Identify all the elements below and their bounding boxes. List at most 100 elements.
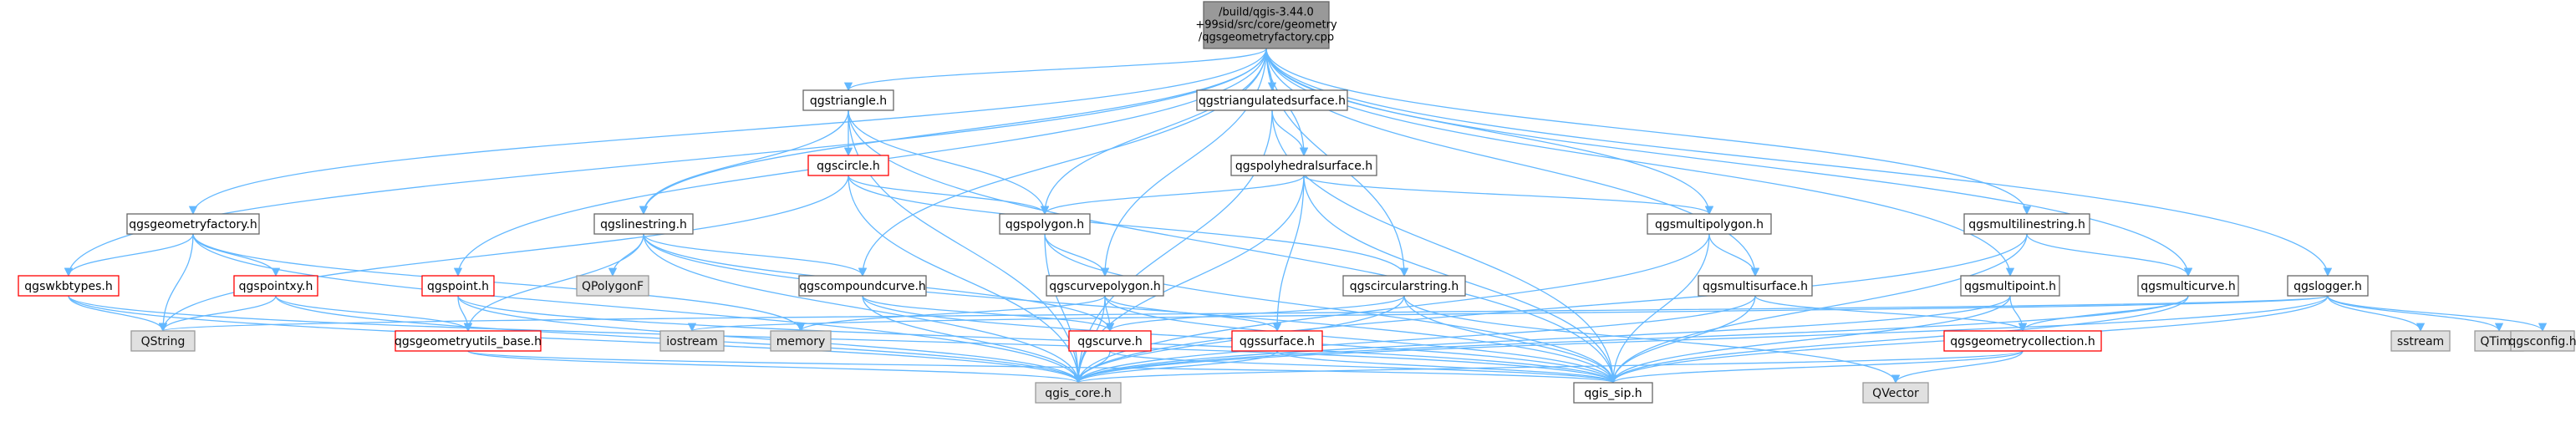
edge-qgslogger-h-to-qgis-core-h <box>1074 295 2329 384</box>
node-label: qgscurvepolygon.h <box>1049 280 1161 293</box>
node-box <box>18 275 120 297</box>
node-box <box>1196 89 1348 111</box>
edge-root-to-qgsmulticurve-h <box>1265 48 2193 277</box>
node-qgswkbtypes-h[interactable]: qgswkbtypes.h <box>18 275 120 297</box>
node-qgsgeometryfactory-h[interactable]: qgsgeometryfactory.h <box>126 213 260 235</box>
node-qgsgeometrycollection-h[interactable]: qgsgeometrycollection.h <box>1943 330 2102 352</box>
node-label: qgstriangulatedsurface.h <box>1199 94 1346 108</box>
node-qgscurvepolygon-h[interactable]: qgscurvepolygon.h <box>1046 275 1164 297</box>
node-box <box>770 330 832 352</box>
edge-qgslinestring-h-to-qgsgeometryutils-base-h <box>463 233 644 333</box>
node-sstream: sstream <box>2390 330 2451 352</box>
node-box <box>1035 382 1122 404</box>
node-qgscircularstring-h[interactable]: qgscircularstring.h <box>1342 275 1466 297</box>
edge-qgssurface-h-to-qgis-sip-h <box>1276 350 1618 384</box>
node-box <box>126 213 260 235</box>
edge-qgscircularstring-h-to-qgis-sip-h <box>1403 295 1618 384</box>
node-box <box>421 275 495 297</box>
edge-qgscurvepolygon-h-to-memory <box>796 295 1106 333</box>
node-label: sstream <box>2397 335 2444 348</box>
node-qgstriangle-h[interactable]: qgstriangle.h <box>802 89 894 111</box>
edge-qgspoint-h-to-qgsgeometryutils-base-h <box>457 295 473 333</box>
node-label: iostream <box>666 335 718 348</box>
node-qgstriangulatedsurface-h[interactable]: qgstriangulatedsurface.h <box>1196 89 1348 111</box>
node-label: qgsgeometryfactory.h <box>129 218 257 231</box>
edge-qgsgeometryutils-base-h-to-qgis-sip-h <box>467 350 1617 384</box>
node-qgscurve-h[interactable]: qgscurve.h <box>1068 330 1152 352</box>
node-qgsmultisurface-h[interactable]: qgsmultisurface.h <box>1698 275 1813 297</box>
node-label: qgis_core.h <box>1045 387 1112 400</box>
node-label: qgspointxy.h <box>239 280 313 293</box>
node-label: qgsgeometrycollection.h <box>1950 335 2095 348</box>
node-qgspolygon-h[interactable]: qgspolygon.h <box>999 213 1091 235</box>
node-qgscircle-h[interactable]: qgscircle.h <box>807 155 889 176</box>
edge-qgspointxy-h-to-qstring <box>158 295 277 333</box>
node-box <box>233 275 318 297</box>
edge-qgscircle-h-to-qgscircularstring-h <box>848 175 1409 277</box>
edge-qgslogger-h-to-qstring <box>159 295 2329 333</box>
edge-qgswkbtypes-h-to-qgis-sip-h <box>68 295 1617 384</box>
node-root: /build/qgis-3.44.0+99sid/src/core/geomet… <box>1195 1 1337 49</box>
node-label: qgsmulticurve.h <box>2141 280 2235 293</box>
node-qgslinestring-h[interactable]: qgslinestring.h <box>593 213 694 235</box>
node-qgspolyhedralsurface-h[interactable]: qgspolyhedralsurface.h <box>1230 155 1377 176</box>
node-qgsconfig-h: qgsconfig.h <box>2508 330 2576 352</box>
node-box <box>2510 330 2575 352</box>
edge-qgsmultipolygon-h-to-qgsmultisurface-h <box>1708 233 1760 277</box>
edge-root-to-qgslinestring-h <box>639 48 1267 216</box>
node-label: QString <box>141 335 186 348</box>
node-iostream: iostream <box>659 330 725 352</box>
node-qgspointxy-h[interactable]: qgspointxy.h <box>233 275 318 297</box>
edge-root-to-qgslogger-h <box>1265 48 2333 277</box>
edge-qgsgeometryfactory-h-to-memory <box>192 233 806 333</box>
edge-qgslogger-h-to-qgsconfig-h <box>2327 295 2548 333</box>
node-box <box>576 275 649 297</box>
edge-qgspoint-h-to-qgis-core-h <box>457 295 1083 384</box>
node-box <box>1573 382 1653 404</box>
edge-qgspolygon-h-to-qgis-core-h <box>1044 233 1083 384</box>
node-label: qgswkbtypes.h <box>24 280 112 293</box>
node-label: qgscircularstring.h <box>1350 280 1459 293</box>
node-box <box>807 155 889 176</box>
node-qgslogger-h[interactable]: qgslogger.h <box>2287 275 2369 297</box>
node-label: qgscurve.h <box>1077 335 1143 348</box>
edge-qgsmultipolygon-h-to-qgis-sip-h <box>1608 233 1710 384</box>
edge-qgspoint-h-to-qgis-sip-h <box>457 295 1617 384</box>
edge-qgsmulticurve-h-to-qgis-core-h <box>1074 295 2189 384</box>
edge-qgslogger-h-to-sstream <box>2327 295 2426 333</box>
node-box <box>1647 213 1772 235</box>
node-box <box>1960 275 2060 297</box>
node-label: qgslinestring.h <box>600 218 687 231</box>
node-qgscompoundcurve-h[interactable]: qgscompoundcurve.h <box>798 275 927 297</box>
node-label: qgsconfig.h <box>2508 335 2576 348</box>
edge-qgsgeometryutils-base-h-to-qgis-core-h <box>467 350 1082 384</box>
node-qgspoint-h[interactable]: qgspoint.h <box>421 275 495 297</box>
node-box <box>2390 330 2451 352</box>
edge-qgslogger-h-to-iostream <box>688 295 2329 333</box>
node-box <box>1231 330 1323 352</box>
edge-qgspolyhedralsurface-h-to-qgssurface-h <box>1272 175 1305 333</box>
node-qgsmulticurve-h[interactable]: qgsmulticurve.h <box>2137 275 2239 297</box>
node-box <box>802 89 894 111</box>
node-box <box>1230 155 1377 176</box>
edge-qgspolyhedralsurface-h-to-qgsmultipolygon-h <box>1303 175 1714 216</box>
node-qgsgeometryutils-base-h[interactable]: qgsgeometryutils_base.h <box>395 330 542 352</box>
node-box <box>1342 275 1466 297</box>
node-label: QVector <box>1872 387 1919 400</box>
root-label-line2: +99sid/src/core/geometry <box>1195 19 1337 32</box>
node-box <box>2287 275 2369 297</box>
edge-qgsmultisurface-h-to-qgsgeometrycollection-h <box>1754 295 2028 333</box>
node-qgsmultipoint-h[interactable]: qgsmultipoint.h <box>1960 275 2060 297</box>
edge-qgspolyhedralsurface-h-to-qgspolygon-h <box>1040 175 1305 216</box>
node-box <box>1943 330 2102 352</box>
node-qgis-sip-h[interactable]: qgis_sip.h <box>1573 382 1653 404</box>
edge-qgslinestring-h-to-qgis-core-h <box>643 233 1083 384</box>
node-qgsmultilinestring-h[interactable]: qgsmultilinestring.h <box>1963 213 2090 235</box>
node-box <box>130 330 196 352</box>
node-box <box>593 213 694 235</box>
node-qgssurface-h[interactable]: qgssurface.h <box>1231 330 1323 352</box>
dependency-nodes: /build/qgis-3.44.0+99sid/src/core/geomet… <box>18 1 2576 404</box>
node-label: qgis_sip.h <box>1584 387 1642 400</box>
node-qgsmultipolygon-h[interactable]: qgsmultipolygon.h <box>1647 213 1772 235</box>
